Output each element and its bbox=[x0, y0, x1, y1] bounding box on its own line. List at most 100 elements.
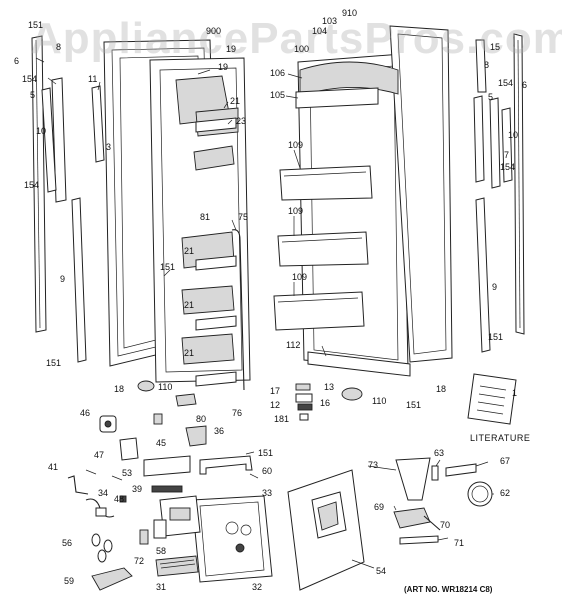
callout-31: 31 bbox=[156, 582, 167, 592]
bar-39 bbox=[151, 485, 183, 493]
callout-181: 181 bbox=[274, 414, 290, 424]
callout-154: 154 bbox=[498, 78, 514, 88]
right-lower-trim bbox=[475, 197, 491, 353]
dispenser-recess-54 bbox=[287, 469, 365, 591]
callout-109: 109 bbox=[288, 140, 304, 150]
callout-154: 154 bbox=[500, 162, 516, 172]
part-72 bbox=[139, 529, 149, 545]
callout-33: 33 bbox=[262, 488, 273, 498]
callout-47: 47 bbox=[94, 450, 105, 460]
callout-21: 21 bbox=[230, 96, 241, 106]
callout-5: 5 bbox=[488, 92, 494, 102]
rod-71 bbox=[399, 535, 439, 545]
callout-910: 910 bbox=[342, 8, 358, 18]
callout-13: 13 bbox=[324, 382, 335, 392]
callout-39: 39 bbox=[132, 484, 143, 494]
callout-112: 112 bbox=[286, 340, 301, 350]
callout-32: 32 bbox=[252, 582, 263, 592]
cam-80 bbox=[175, 393, 197, 407]
callout-15: 15 bbox=[490, 42, 501, 52]
callout-151: 151 bbox=[406, 400, 422, 410]
callout-76: 76 bbox=[232, 408, 243, 418]
callout-900: 900 bbox=[206, 26, 222, 36]
callout-9: 9 bbox=[492, 282, 498, 292]
callout-56: 56 bbox=[62, 538, 73, 548]
callout-154: 154 bbox=[24, 180, 40, 190]
right-door-trim-strip bbox=[513, 33, 525, 335]
wire-harness-34 bbox=[85, 498, 115, 518]
art-number: (ART NO. WR18214 C8) bbox=[404, 585, 493, 594]
part-63 bbox=[431, 465, 439, 481]
left-door-trim-strip bbox=[31, 35, 47, 333]
bracket-41 bbox=[67, 475, 89, 495]
callout-16: 16 bbox=[320, 398, 331, 408]
callout-41: 41 bbox=[48, 462, 59, 472]
callout-73: 73 bbox=[368, 460, 379, 470]
door-bin-109-top bbox=[279, 165, 373, 201]
dispenser-control-33 bbox=[159, 495, 201, 537]
callout-23: 23 bbox=[236, 116, 247, 126]
callout-54: 54 bbox=[376, 566, 387, 576]
chute-73 bbox=[395, 457, 431, 501]
callout-46: 46 bbox=[80, 408, 91, 418]
switch-45 bbox=[153, 413, 163, 425]
callout-151: 151 bbox=[258, 448, 274, 458]
callout-62: 62 bbox=[500, 488, 511, 498]
door-bin-109-middle bbox=[277, 231, 369, 267]
callout-151: 151 bbox=[46, 358, 62, 368]
arm-70 bbox=[423, 515, 441, 531]
callout-109: 109 bbox=[288, 206, 304, 216]
callout-5: 5 bbox=[30, 90, 36, 100]
callout-10: 10 bbox=[508, 130, 519, 140]
bracket-67 bbox=[445, 463, 477, 477]
callout-7: 7 bbox=[504, 150, 510, 160]
callout-48: 48 bbox=[114, 494, 125, 504]
callout-60: 60 bbox=[262, 466, 273, 476]
callout-34: 34 bbox=[98, 488, 109, 498]
left-handle-mount bbox=[91, 85, 105, 163]
callout-72: 72 bbox=[134, 556, 145, 566]
callout-3: 3 bbox=[106, 142, 112, 152]
actuator-36 bbox=[185, 425, 207, 447]
callout-81: 81 bbox=[200, 212, 211, 222]
callout-12: 12 bbox=[270, 400, 281, 410]
callout-154: 154 bbox=[22, 74, 38, 84]
paddle-59 bbox=[91, 567, 133, 591]
literature-booklet bbox=[467, 373, 517, 425]
hinge-parts-cluster bbox=[295, 383, 313, 421]
callout-10: 10 bbox=[36, 126, 47, 136]
left-lower-trim bbox=[71, 197, 87, 363]
callout-103: 103 bbox=[322, 16, 338, 26]
callout-69: 69 bbox=[374, 502, 385, 512]
module-47 bbox=[119, 437, 139, 461]
callout-8: 8 bbox=[56, 42, 62, 52]
drip-tray-31 bbox=[155, 555, 199, 577]
clip-48 bbox=[119, 495, 127, 503]
callout-53: 53 bbox=[122, 468, 133, 478]
callout-109: 109 bbox=[292, 272, 308, 282]
callout-104: 104 bbox=[312, 26, 328, 36]
callout-151: 151 bbox=[488, 332, 504, 342]
door-69 bbox=[393, 507, 431, 529]
door-stop-110-right bbox=[341, 387, 363, 401]
callout-9: 9 bbox=[60, 274, 66, 284]
freezer-wire-tube bbox=[231, 229, 245, 391]
callout-110: 110 bbox=[158, 382, 173, 392]
callout-45: 45 bbox=[156, 438, 167, 448]
callout-58: 58 bbox=[156, 546, 167, 556]
callout-21: 21 bbox=[184, 348, 195, 358]
callout-59: 59 bbox=[64, 576, 75, 586]
handle-60 bbox=[199, 455, 253, 475]
callout-110: 110 bbox=[372, 396, 387, 406]
callout-21: 21 bbox=[184, 246, 195, 256]
callout-36: 36 bbox=[214, 426, 225, 436]
bulbs-56 bbox=[91, 533, 113, 563]
dispenser-housing-32 bbox=[191, 495, 273, 583]
part-58 bbox=[153, 519, 167, 539]
door-bin-109-bottom bbox=[273, 291, 365, 331]
literature-label: LITERATURE bbox=[470, 433, 531, 443]
callout-18: 18 bbox=[436, 384, 447, 394]
callout-70: 70 bbox=[440, 520, 451, 530]
bottom-trim-112 bbox=[307, 351, 411, 377]
